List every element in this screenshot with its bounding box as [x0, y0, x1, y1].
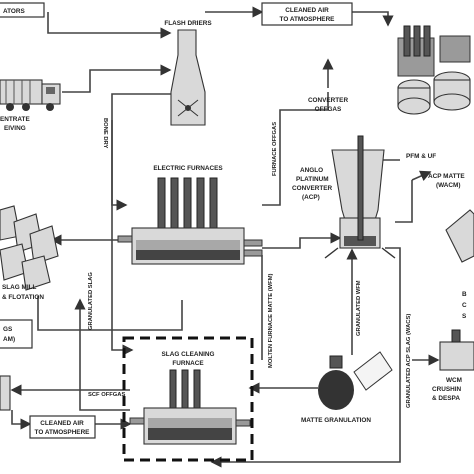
acp-matte-line2: (WACM): [436, 182, 461, 189]
anglo-line4: (ACP): [302, 194, 320, 201]
right-label-b: B: [462, 291, 467, 298]
concentrate-line2: EIVING: [4, 125, 26, 132]
cleaned-air-bottom-box: [29, 415, 96, 439]
molten-matte-label: MOLTEN FURNACE MATTE (WFM): [268, 273, 274, 368]
slag-mill-icon: [0, 205, 59, 291]
converter-offgas-line2: OFFGAS: [315, 106, 342, 113]
granulated-wfm-label: GRANULATED WFM: [356, 280, 362, 336]
top-left-label: ATORS: [3, 8, 26, 15]
wcm-line1: WCM: [446, 377, 462, 384]
left-mid-box: [0, 319, 33, 349]
furnace-offgas-label: FURNACE OFFGAS: [272, 122, 278, 176]
flow-flotation-return: [37, 296, 183, 331]
wcm-line3: & DESPA: [432, 395, 460, 402]
slag-cleaning-line2: FURNACE: [172, 360, 204, 367]
wcm-line2: CRUSHIN: [432, 386, 461, 393]
granulated-acp-slag-label: GRANULATED ACP SLAG (WACS): [406, 314, 412, 408]
cleaned-air-bottom-line2: TO ATMOSPHERE: [35, 429, 91, 436]
bone-dry-label: BONE DRY: [102, 118, 108, 149]
anglo-line1: ANGLO: [300, 167, 323, 174]
flow-acp-matte: [395, 180, 413, 223]
pfm-label: PFM & UF: [406, 153, 436, 160]
matte-granulation-icon: [318, 351, 393, 410]
converter-offgas-line1: CONVERTER: [308, 97, 349, 104]
left-mid-line1: GS: [3, 326, 13, 333]
slag-cleaning-line1: SLAG CLEANING: [162, 351, 215, 358]
top-left-box: [0, 2, 45, 18]
flow-acp-slag: [210, 247, 401, 468]
flow-to-flash-driers: [47, 12, 172, 39]
slag-mill-line2: & FLOTATION: [2, 294, 44, 301]
scrubber-icon: [0, 375, 11, 411]
flash-drier-icon: [170, 29, 206, 126]
flow-furnace-to-acp: [262, 232, 342, 249]
matte-granulation-label: MATTE GRANULATION: [301, 417, 371, 424]
acp-matte-line1: ACP MATTE: [428, 173, 465, 180]
anglo-line2: PLATINUM: [296, 176, 329, 183]
slag-mill-line1: SLAG MILL: [2, 284, 37, 291]
flash-driers-label: FLASH DRIERS: [164, 20, 212, 27]
slag-cleaning-furnace-icon: [129, 369, 251, 445]
cleaned-air-top-line2: TO ATMOSPHERE: [280, 16, 336, 23]
right-label-c: C: [462, 302, 467, 309]
flow-furnace-offgas: [262, 92, 329, 206]
granulated-slag-label: GRANULATED SLAG: [88, 272, 94, 330]
right-label-s: S: [462, 313, 467, 320]
electric-furnace-icon: [117, 177, 263, 265]
right-product-icon: [445, 209, 474, 263]
flow-granulated-slag: [74, 298, 130, 411]
wcm-icon: [439, 329, 474, 371]
converter-plant-icon: [397, 25, 471, 115]
flow-air-to-plant: [352, 11, 394, 27]
anglo-line3: CONVERTER: [292, 185, 333, 192]
flow-acp-matte-out: [411, 170, 432, 182]
flow-bone-dry-furnace: [111, 120, 128, 211]
truck-icon: [0, 79, 61, 111]
cleaned-air-top-line1: CLEANED AIR: [285, 7, 329, 14]
concentrate-line1: ENTRATE: [0, 116, 30, 123]
slag-cleaning-boundary: [122, 336, 254, 462]
cleaned-air-top-box: [261, 2, 353, 26]
scf-offgas-label: SCF OFFGAS: [88, 392, 125, 398]
acp-converter-icon: [324, 135, 396, 259]
flow-air-bottom: [11, 410, 32, 430]
flow-concentrate: [62, 64, 172, 93]
electric-furnaces-label: ELECTRIC FURNACES: [153, 165, 223, 172]
left-mid-line2: AM): [3, 336, 15, 343]
cleaned-air-bottom-line1: CLEANED AIR: [40, 420, 84, 427]
